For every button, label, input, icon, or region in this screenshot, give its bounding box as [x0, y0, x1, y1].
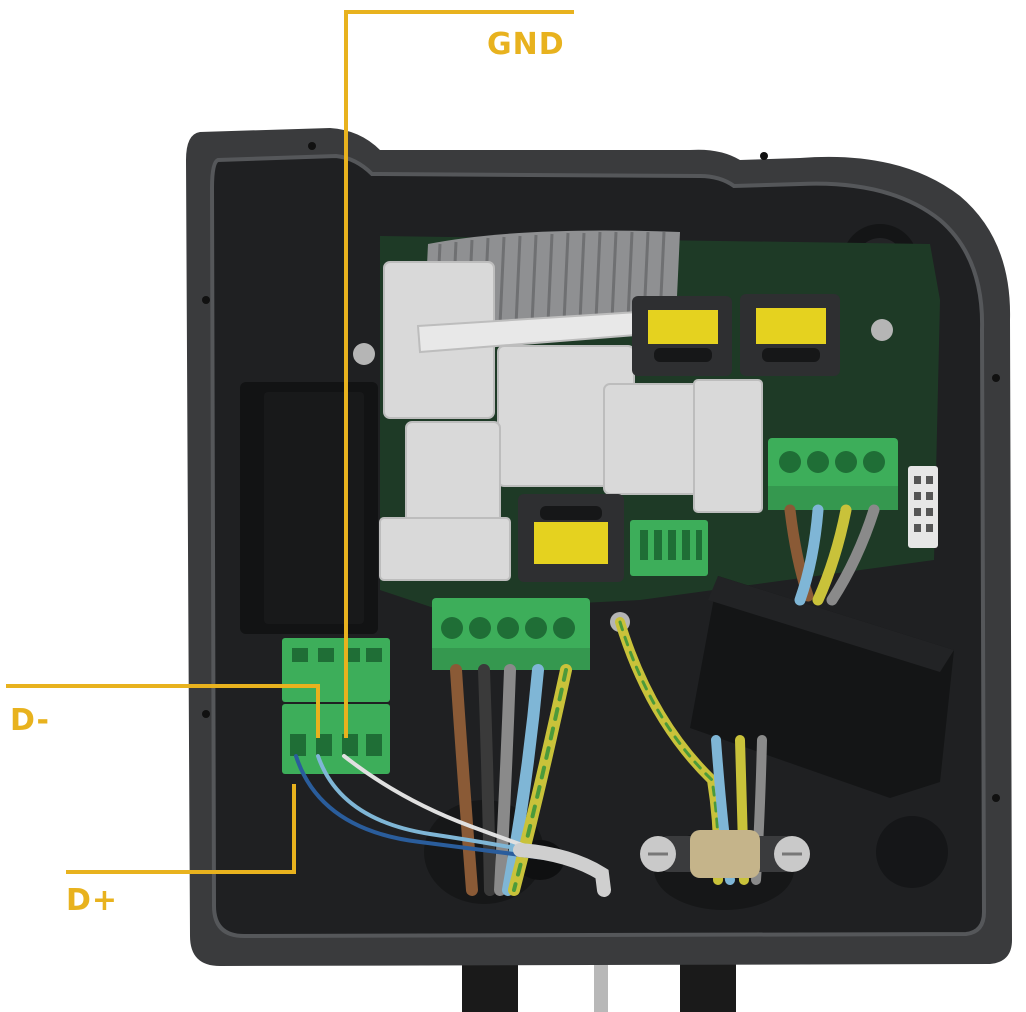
- callout-line-gnd: [344, 10, 574, 738]
- enclosure-rim: [209, 153, 987, 939]
- wires-right: [784, 504, 880, 606]
- grey-modules: [379, 261, 763, 581]
- terminal-block-middle: [432, 598, 590, 670]
- terminal-block-right: [768, 438, 898, 510]
- callout-line-d-minus: [6, 684, 320, 738]
- wires-middle: [450, 664, 572, 896]
- header-connector: [908, 466, 938, 548]
- callout-line-d-plus: [66, 784, 296, 874]
- label-d-plus: D+: [66, 883, 119, 918]
- label-d-minus: D-: [10, 703, 50, 738]
- terminal-block-small: [630, 520, 708, 576]
- data-wires: [294, 754, 611, 897]
- enclosure-screw-holes: [202, 142, 1000, 802]
- relay-blocks: [518, 294, 840, 582]
- outgoing-cables: [462, 960, 736, 1012]
- grommet-bottom-right: [876, 816, 948, 888]
- label-gnd: GND: [487, 27, 565, 62]
- cable-clamp: [640, 830, 810, 878]
- terminal-block-data: [282, 638, 390, 774]
- callout-lines: [6, 10, 574, 874]
